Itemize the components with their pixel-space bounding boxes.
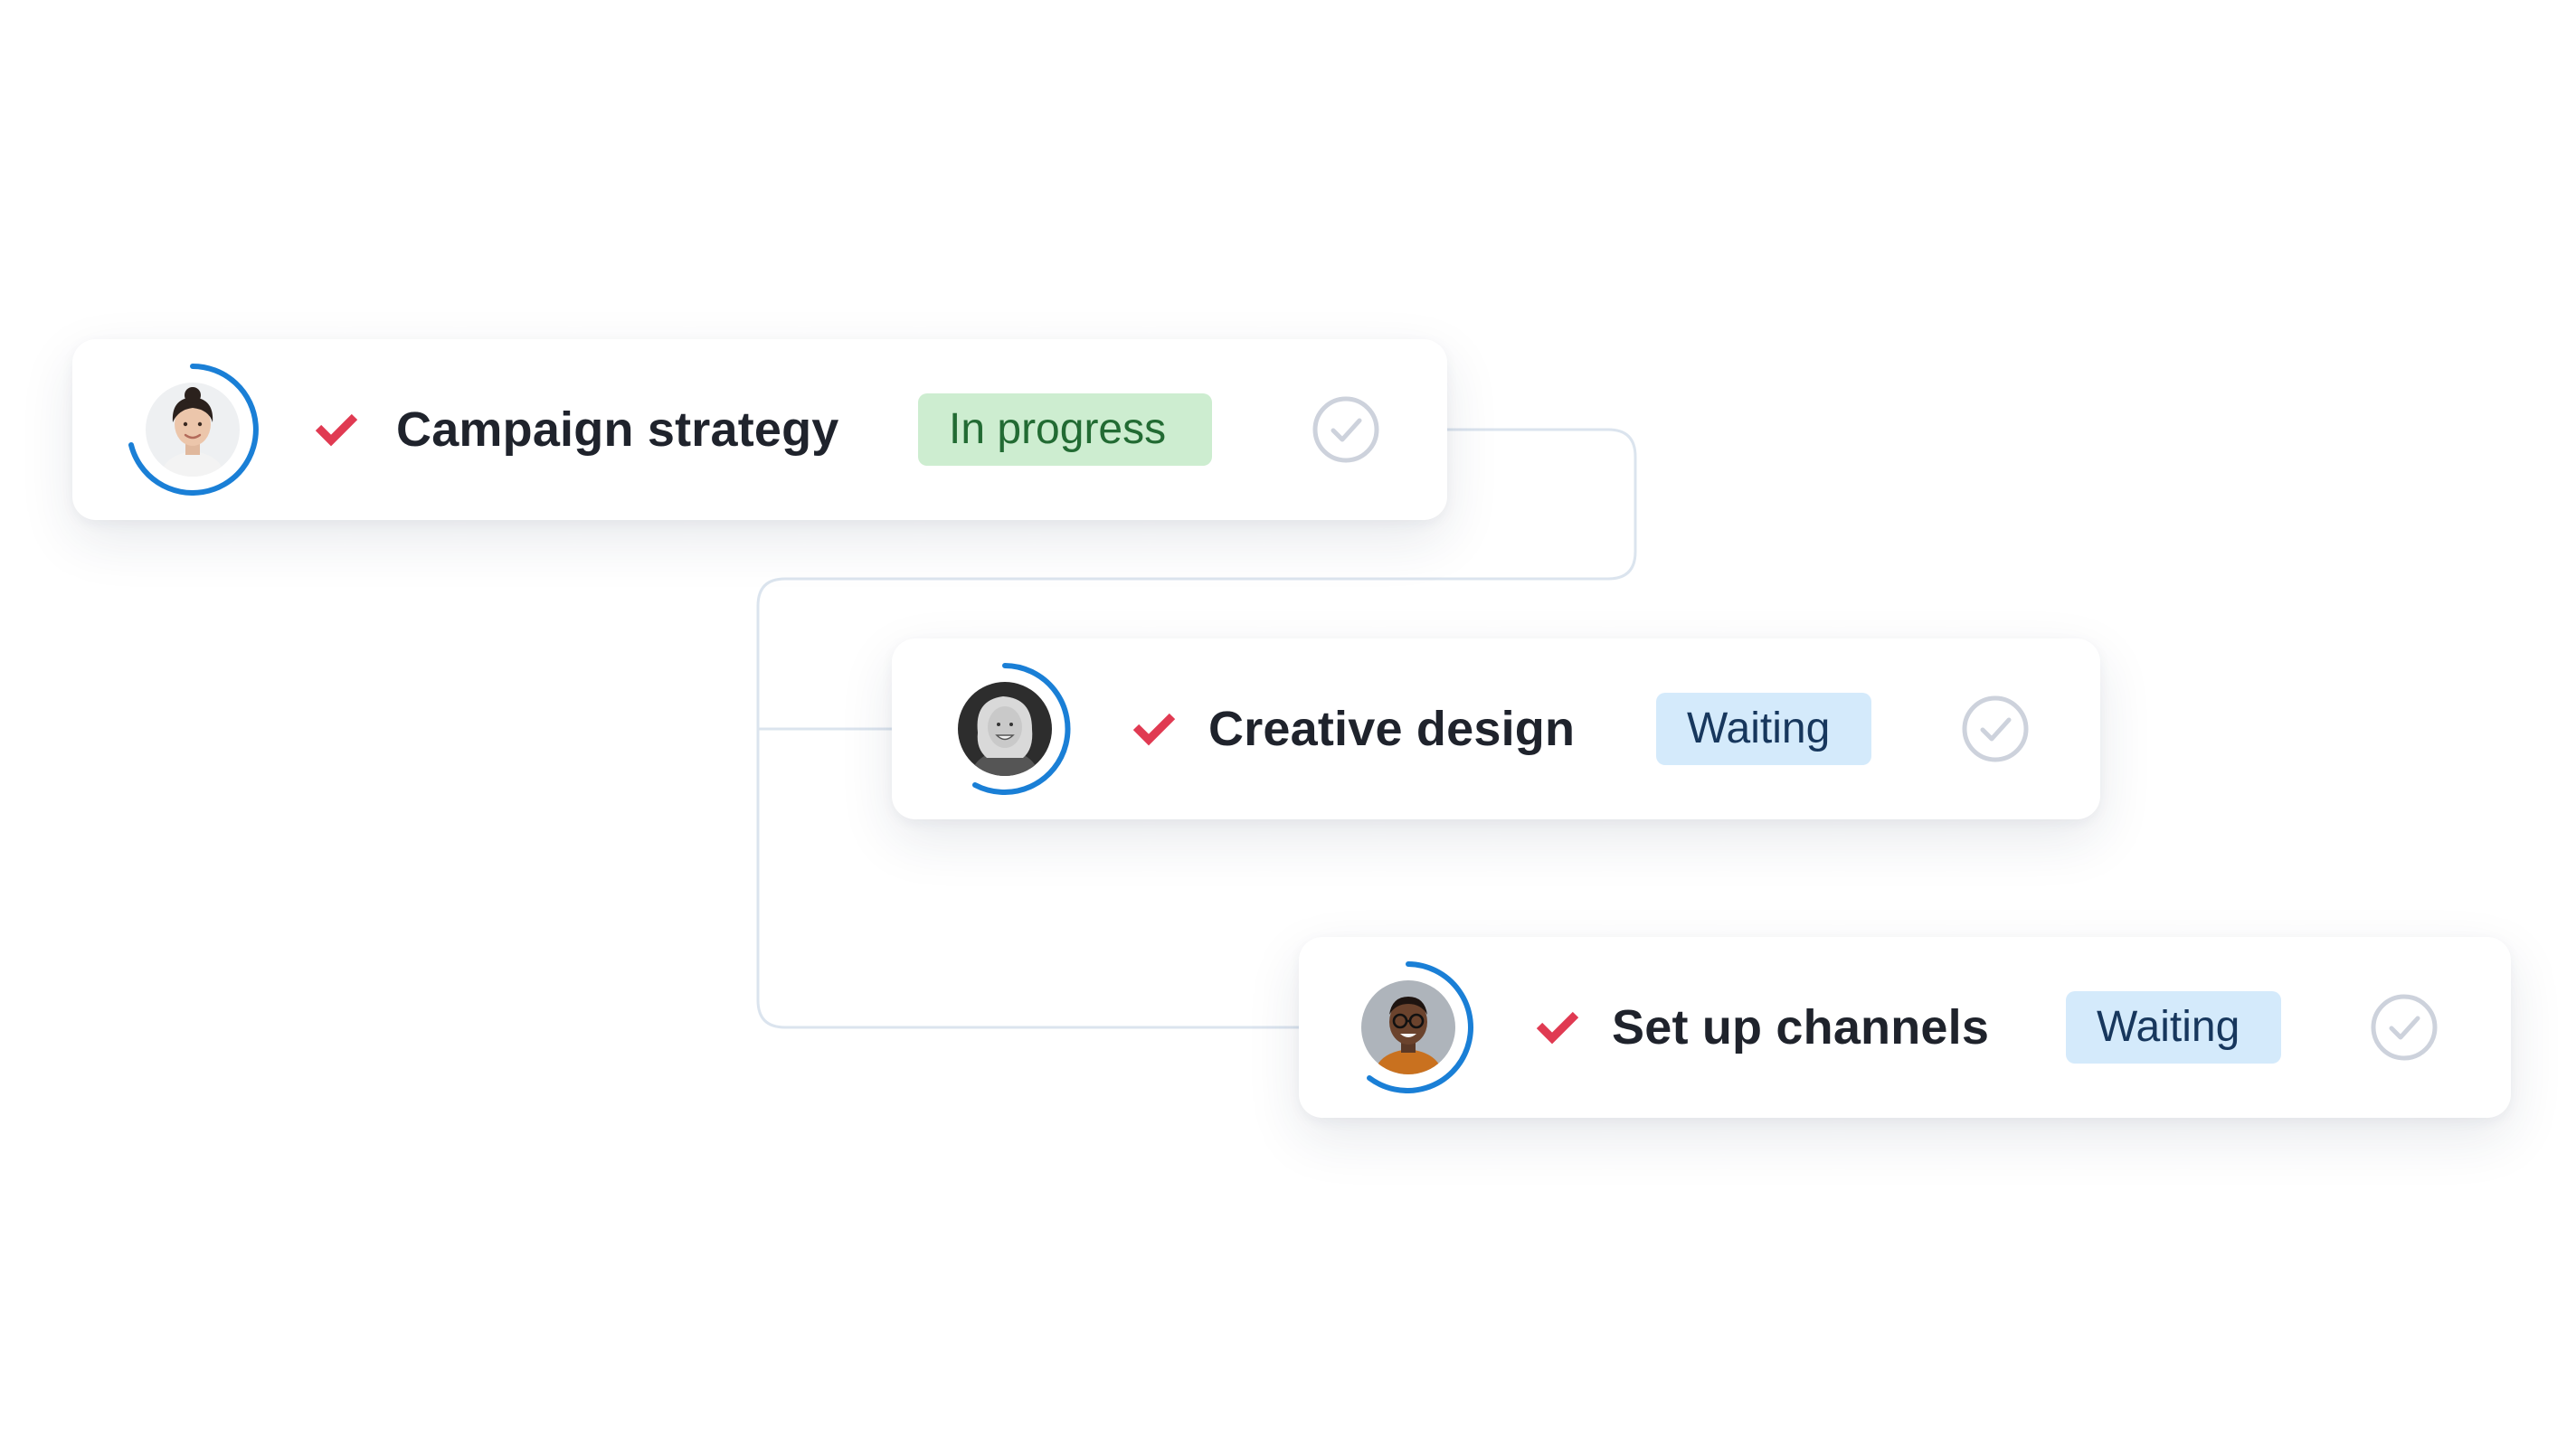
circle-check-icon <box>1312 396 1379 463</box>
avatar-man-glasses <box>1361 980 1455 1074</box>
task-card[interactable]: Creative design Waiting <box>892 638 2100 819</box>
assignee-avatar[interactable] <box>1342 961 1474 1093</box>
avatar-woman-blonde <box>958 682 1052 776</box>
red-check-icon <box>315 413 358 447</box>
task-card[interactable]: Set up channels Waiting <box>1299 937 2511 1118</box>
red-check-icon <box>1536 1011 1579 1045</box>
red-check-icon <box>1132 713 1176 746</box>
circle-check-icon <box>1962 695 2029 762</box>
connector-1-to-2 <box>756 428 1637 731</box>
status-badge[interactable]: In progress <box>918 393 1212 466</box>
complete-task-button[interactable] <box>1312 395 1380 464</box>
progress-ring <box>972 663 1071 795</box>
task-title[interactable]: Set up channels <box>1612 1000 1990 1055</box>
avatar-woman-dark-hair <box>146 383 240 477</box>
circle-check-icon <box>2371 994 2438 1061</box>
task-card[interactable]: Campaign strategy In progress <box>72 339 1447 520</box>
assignee-avatar[interactable] <box>127 364 259 496</box>
task-title[interactable]: Creative design <box>1208 702 1576 756</box>
status-badge[interactable]: Waiting <box>1656 693 1871 765</box>
task-title[interactable]: Campaign strategy <box>396 402 839 457</box>
connector-to-3 <box>756 729 1299 1029</box>
progress-ring <box>1367 961 1473 1093</box>
assignee-avatar[interactable] <box>939 663 1071 795</box>
status-badge[interactable]: Waiting <box>2066 991 2281 1064</box>
progress-ring <box>128 364 259 496</box>
complete-task-button[interactable] <box>1961 695 2030 763</box>
complete-task-button[interactable] <box>2370 993 2439 1062</box>
